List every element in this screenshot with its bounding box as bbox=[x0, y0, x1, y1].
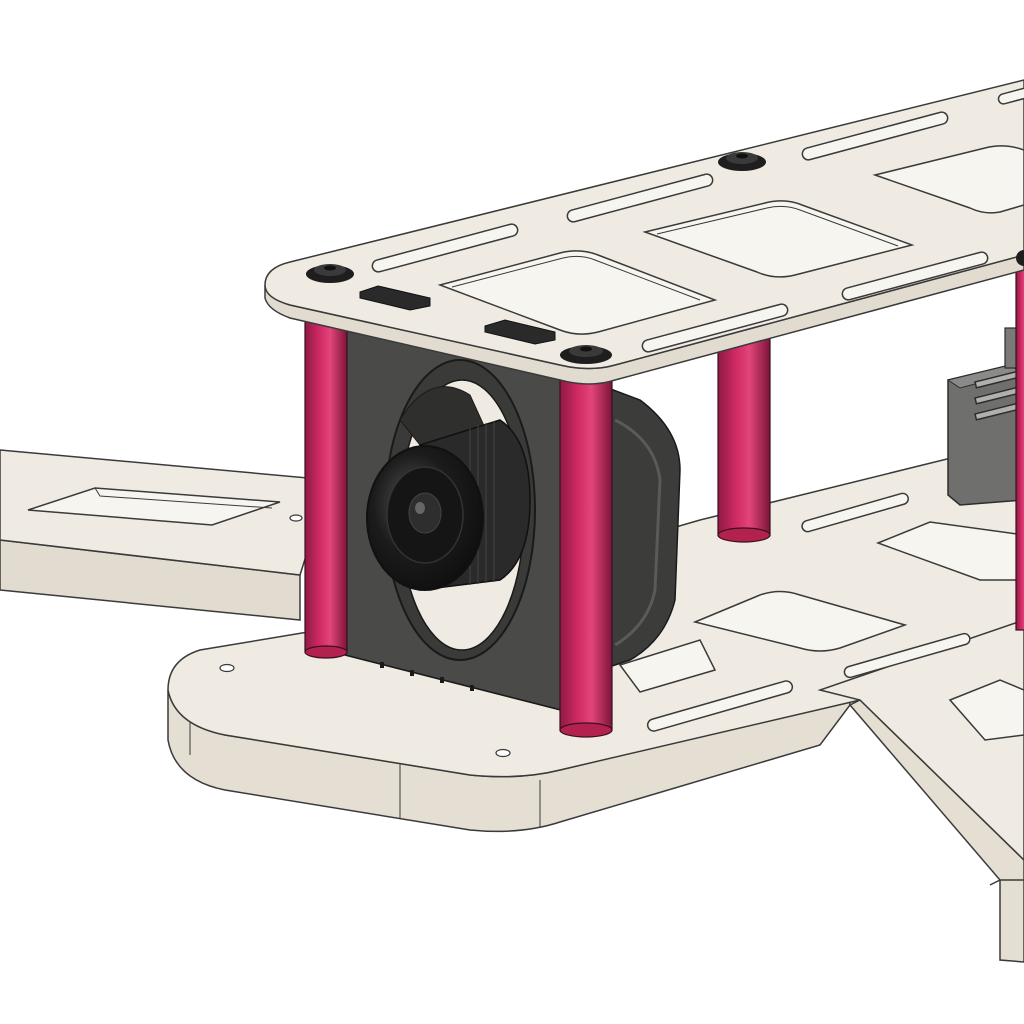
top-plate bbox=[264, 79, 1024, 385]
bolt-rear-right bbox=[1016, 250, 1024, 266]
connector-block bbox=[946, 327, 1024, 506]
bottom-slots bbox=[646, 492, 971, 732]
camera-mount bbox=[344, 319, 681, 721]
bottom-holes bbox=[219, 514, 511, 758]
bottom-cutout-1 bbox=[692, 590, 908, 652]
bolt-rear-center bbox=[718, 152, 766, 171]
bottom-cutout-3 bbox=[875, 521, 1024, 581]
bolt-front-left bbox=[306, 264, 354, 283]
bottom-cutout-2 bbox=[618, 639, 717, 693]
camera-lens bbox=[366, 419, 531, 591]
bottom-cutout-4 bbox=[948, 679, 1024, 741]
rear-standoff-right bbox=[1015, 249, 1024, 631]
front-standoff-right bbox=[559, 369, 613, 738]
camera-housing bbox=[599, 383, 681, 672]
bolt-front-right bbox=[560, 345, 612, 364]
left-arm-cutout bbox=[27, 487, 281, 526]
front-standoff-left bbox=[304, 291, 348, 659]
top-slots bbox=[371, 85, 1024, 353]
top-clips bbox=[359, 285, 556, 345]
